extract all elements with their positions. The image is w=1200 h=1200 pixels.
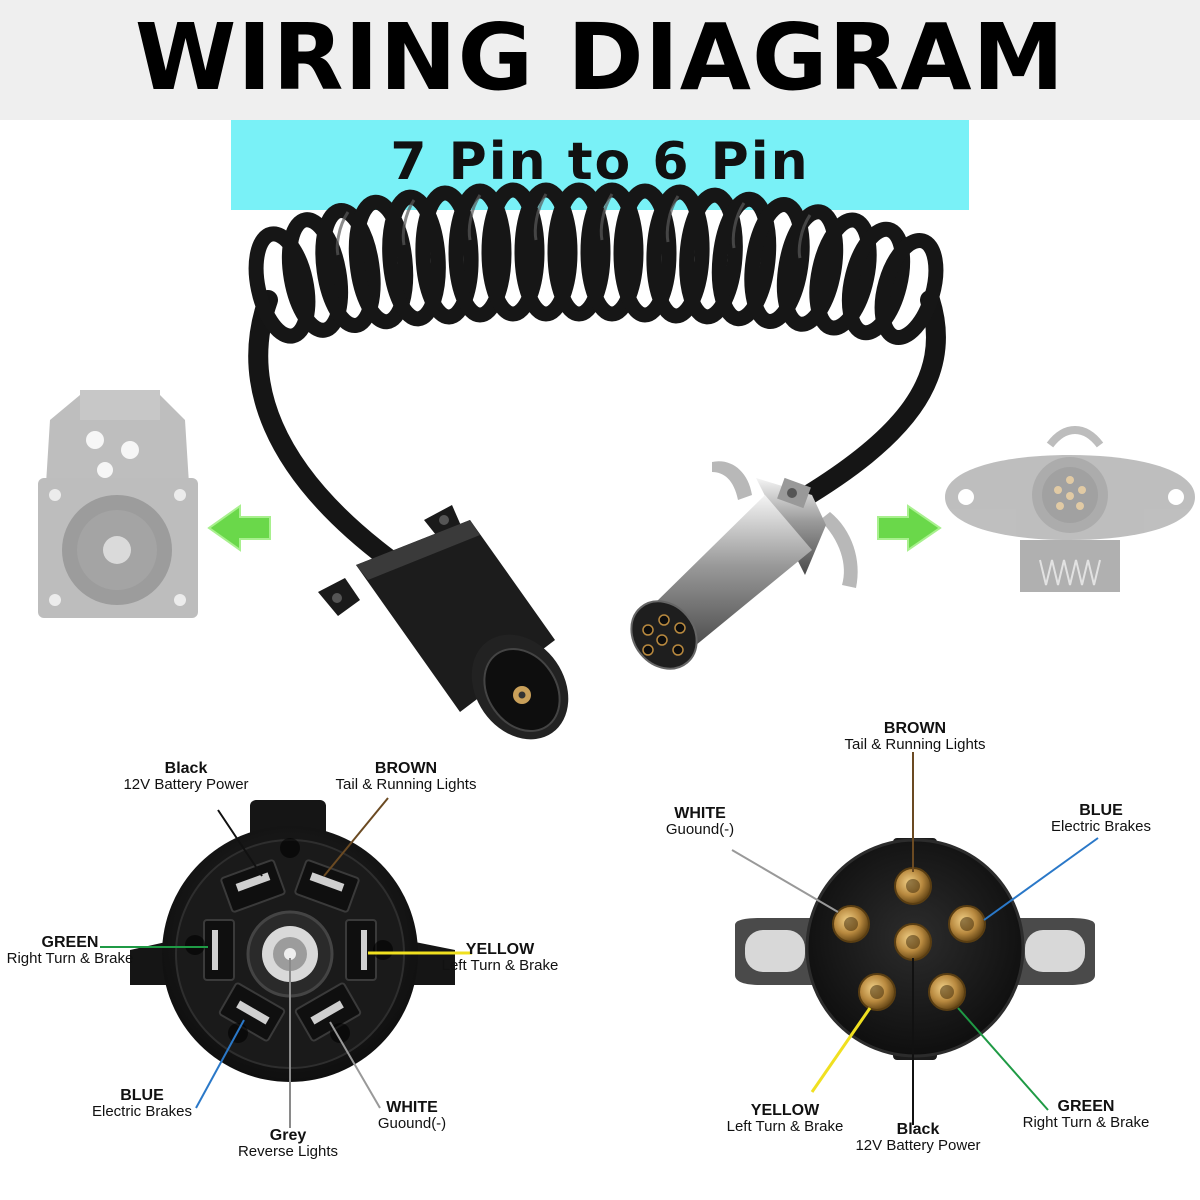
seven-pin-label-green: GREEN Right Turn & Brake xyxy=(6,934,134,967)
six-pin-label-black: Black 12V Battery Power xyxy=(855,1121,981,1154)
seven-pin-label-white: WHITE Guound(-) xyxy=(377,1099,447,1132)
arrow-right-icon xyxy=(877,504,942,552)
six-pin-plug xyxy=(630,461,858,670)
seven-pin-plug xyxy=(318,505,569,740)
seven-pin-socket-faded xyxy=(38,390,198,618)
six-pin-face xyxy=(735,838,1095,1060)
seven-pin-face xyxy=(130,800,455,1082)
title-bar: WIRING DIAGRAM xyxy=(0,0,1200,120)
six-pin-label-blue: BLUE Electric Brakes xyxy=(1050,802,1152,835)
seven-pin-label-blue: BLUE Electric Brakes xyxy=(91,1087,193,1120)
six-pin-label-white: WHITE Guound(-) xyxy=(665,805,735,838)
six-pin-label-yellow: YELLOW Left Turn & Brake xyxy=(726,1102,844,1135)
seven-pin-label-yellow: YELLOW Left Turn & Brake xyxy=(441,941,559,974)
coiled-cable xyxy=(248,182,946,570)
six-pin-leaders xyxy=(731,752,1099,1125)
seven-pin-label-grey: Grey Reverse Lights xyxy=(237,1127,339,1160)
six-pin-label-brown: BROWN Tail & Running Lights xyxy=(844,720,986,753)
seven-pin-label-brown: BROWN Tail & Running Lights xyxy=(335,760,477,793)
seven-pin-leaders xyxy=(100,797,472,1128)
six-pin-socket-faded xyxy=(945,426,1195,592)
page-title: WIRING DIAGRAM xyxy=(134,4,1066,111)
seven-pin-label-black: Black 12V Battery Power xyxy=(123,760,249,793)
arrow-left-icon xyxy=(207,504,271,552)
page-subtitle: 7 Pin to 6 Pin xyxy=(390,132,810,192)
six-pin-label-green: GREEN Right Turn & Brake xyxy=(1022,1098,1150,1131)
